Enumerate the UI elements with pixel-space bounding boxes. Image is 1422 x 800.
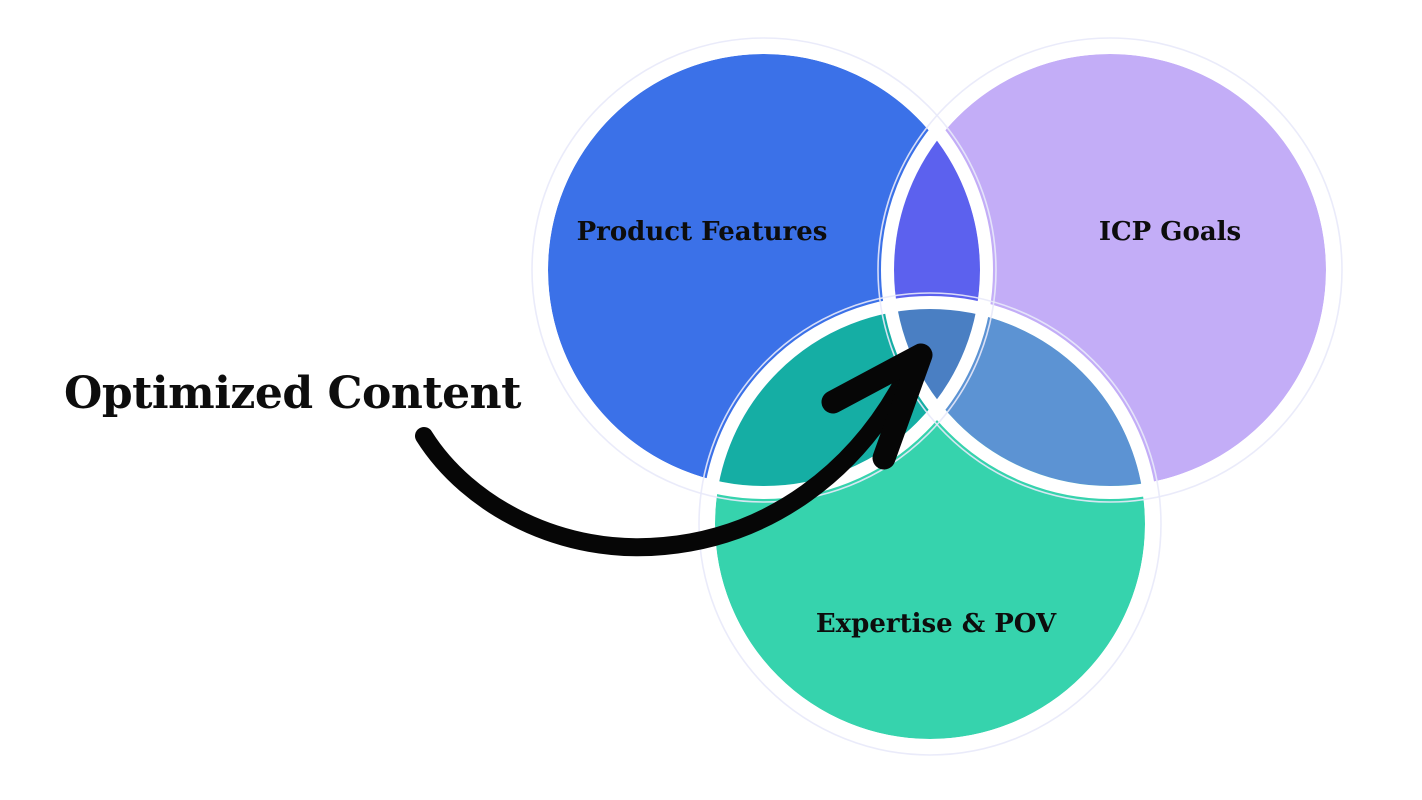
optimized-content-arrow-head <box>821 343 933 470</box>
overlap-product-expertise <box>715 309 980 486</box>
optimized-content-arrow-shaft <box>415 371 913 557</box>
label-product-features: Product Features <box>577 217 828 247</box>
label-icp-goals: ICP Goals <box>1099 217 1241 247</box>
label-expertise-pov: Expertise & POV <box>816 609 1057 639</box>
ring-icp-goals <box>881 41 1339 499</box>
hairline-icp-goals <box>877 37 1343 503</box>
hairline-product-features <box>531 37 997 503</box>
ring-product-features <box>535 41 993 499</box>
ring-expertise-pov <box>702 296 1158 752</box>
label-optimized-content: Optimized Content <box>64 368 522 419</box>
overlap-icp-expertise <box>894 309 1145 486</box>
hairline-expertise-pov <box>698 292 1162 756</box>
